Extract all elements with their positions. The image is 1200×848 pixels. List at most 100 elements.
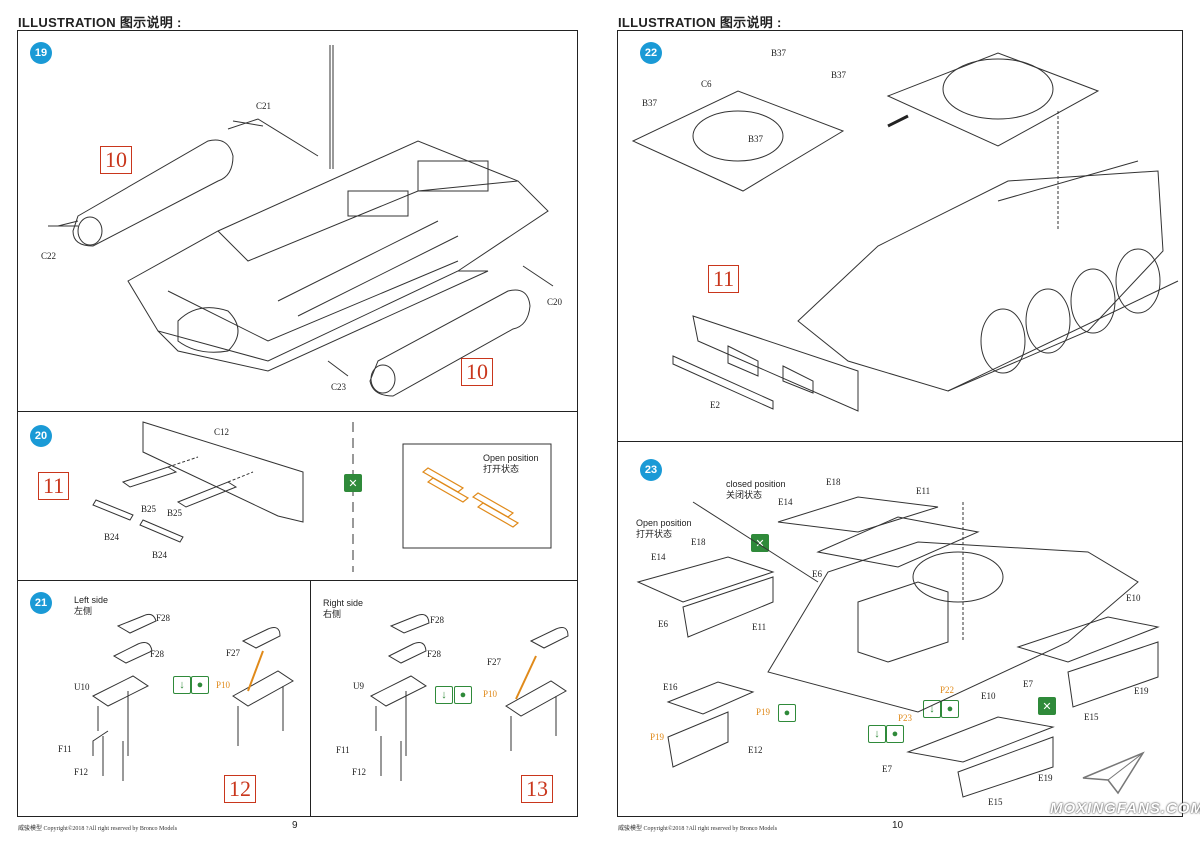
step-19-hull-drawing (48, 45, 554, 397)
p23-p22: P22 (940, 685, 955, 695)
part-label-p10: P10 (216, 680, 231, 690)
part-label-b37-d: B37 (748, 134, 764, 144)
p23-e11: E11 (916, 486, 931, 496)
left-header: ILLUSTRATION 图示说明 : (18, 15, 182, 30)
part-label-u9: U9 (353, 681, 364, 691)
p23-p23: P23 (898, 713, 913, 723)
right-side-en: Right side (323, 598, 364, 608)
part-label-f12-r: F12 (352, 767, 367, 777)
fold-icon-23-b: ✕ (1038, 697, 1056, 715)
footer-brand-r: 威骏模型 (618, 826, 643, 832)
step-20-badge: 20 (30, 425, 52, 447)
closed-position-label: closed position 关闭状态 (726, 479, 786, 501)
page-number-10: 10 (892, 820, 904, 831)
left-page: ILLUSTRATION 图示说明 : 19 10 10 C21 C22 C20… (17, 15, 578, 832)
part-number-box-11: 11 (708, 265, 740, 293)
step-21-left-drawing (92, 613, 294, 781)
glue-icon-r: ↓ (435, 686, 453, 704)
part-label-b25-b: B25 (167, 508, 183, 518)
p23-e6: E6 (812, 569, 822, 579)
step-23-panel: 23 closed position 关闭状态 Open position 打开… (617, 441, 1183, 817)
step-23-badge: 23 (640, 459, 662, 481)
p23-e7-b: E7 (882, 764, 892, 774)
part-label-f12: F12 (74, 767, 89, 777)
part-label-f27-r: F27 (487, 657, 502, 667)
paint-icon-r: ● (454, 686, 472, 704)
footer-copyright-r: Copyright©2018 ?All right reserved by Br… (643, 826, 778, 832)
open-position-label-23: Open position 打开状态 (636, 518, 692, 540)
part-label-f28-d: F28 (427, 649, 442, 659)
p23-e15-b: E15 (988, 797, 1003, 807)
p23-p19-b: P19 (650, 732, 665, 742)
p23-p19: P19 (756, 707, 771, 717)
part-label-b24-b: B24 (152, 550, 168, 560)
p23-e11-b: E11 (752, 622, 767, 632)
part-label-e2: E2 (710, 400, 720, 410)
closed-position-zh: 关闭状态 (726, 490, 763, 500)
p23-e15: E15 (1084, 712, 1099, 722)
part-number-box-12: 12 (224, 775, 256, 803)
fold-instruction-icon: ✕ (344, 474, 362, 492)
part-label-c23: C23 (331, 382, 347, 392)
part-label-f28-c: F28 (430, 615, 445, 625)
part-label-c20: C20 (547, 297, 563, 307)
p23-e6-b: E6 (658, 619, 668, 629)
step-21-right-drawing (370, 614, 569, 781)
step-20-panel: 20 11 C12 B25 B25 B24 B24 (17, 411, 578, 581)
part-label-f11: F11 (58, 744, 72, 754)
right-page: ILLUSTRATION 图示说明 : 22 11 B37 C6 B37 B37… (600, 0, 1200, 848)
part-label-b37-c: B37 (831, 70, 847, 80)
left-footer: 威骏模型 Copyright©2018 ?All right reserved … (18, 823, 177, 832)
step-20-drawing (92, 421, 552, 572)
part-label-c22: C22 (41, 251, 57, 261)
part-label-f28-b: F28 (150, 649, 165, 659)
paper-plane-logo (1082, 751, 1145, 795)
p23-e16: E16 (663, 682, 678, 692)
part-label-b24-a: B24 (104, 532, 120, 542)
part-label-u10: U10 (74, 682, 90, 692)
part-number-box: 11 (38, 472, 70, 500)
part-label-f11-r: F11 (336, 745, 350, 755)
part-number-box-a: 10 (100, 146, 132, 174)
p23-e18-b: E18 (691, 537, 706, 547)
left-side-zh: 左侧 (74, 606, 93, 616)
p23-e18: E18 (826, 477, 841, 487)
part-label-c21: C21 (256, 101, 272, 111)
watermark: MOXINGFANS.COM (1050, 800, 1200, 817)
page-number-9: 9 (292, 820, 298, 831)
footer-copyright: Copyright©2018 ?All right reserved by Br… (43, 826, 178, 832)
right-footer: 威骏模型 Copyright©2018 ?All right reserved … (618, 823, 777, 832)
footer-brand: 威骏模型 (18, 826, 43, 832)
part-label-b25-a: B25 (141, 504, 157, 514)
part-label-c6: C6 (701, 79, 712, 89)
glue-icon-23-b: ↓ (868, 725, 886, 743)
part-label-b37-a: B37 (771, 48, 787, 58)
step-22-badge: 22 (640, 42, 662, 64)
paint-icon-23-b: ● (886, 725, 904, 743)
step-22-drawing (631, 52, 1179, 412)
part-label-p10-r: P10 (483, 689, 498, 699)
part-label-b37-b: B37 (642, 98, 658, 108)
left-side-en: Left side (74, 595, 109, 605)
step-23-drawing (636, 496, 1160, 798)
right-side-title: Right side 右侧 (323, 598, 363, 620)
open-position-zh-23: 打开状态 (636, 529, 673, 539)
step-21-right-panel: Right side 右侧 13 F28 F28 U9 F11 F12 F27 … (310, 580, 578, 817)
p23-e10: E10 (1126, 593, 1141, 603)
step-19-badge: 19 (30, 42, 52, 64)
paint-icon-23-a: ● (941, 700, 959, 718)
part-label-c12: C12 (214, 427, 230, 437)
p23-e10-b: E10 (981, 691, 996, 701)
part-number-box-13: 13 (521, 775, 553, 803)
step-21-left-panel: 21 Left side 左侧 12 F28 F28 U10 F11 F12 F… (17, 580, 311, 817)
step-19-panel: 19 10 10 C21 C22 C20 C23 (17, 30, 578, 412)
part-label-f28-a: F28 (156, 613, 171, 623)
p23-e12: E12 (748, 745, 763, 755)
right-header: ILLUSTRATION 图示说明 : (618, 15, 782, 30)
open-position-zh: 打开状态 (483, 464, 520, 474)
p23-e19-b: E19 (1038, 773, 1053, 783)
p23-e7: E7 (1023, 679, 1033, 689)
open-position-en: Open position (483, 453, 539, 463)
open-position-label: Open position 打开状态 (483, 453, 539, 475)
left-side-title: Left side 左侧 (74, 595, 108, 617)
